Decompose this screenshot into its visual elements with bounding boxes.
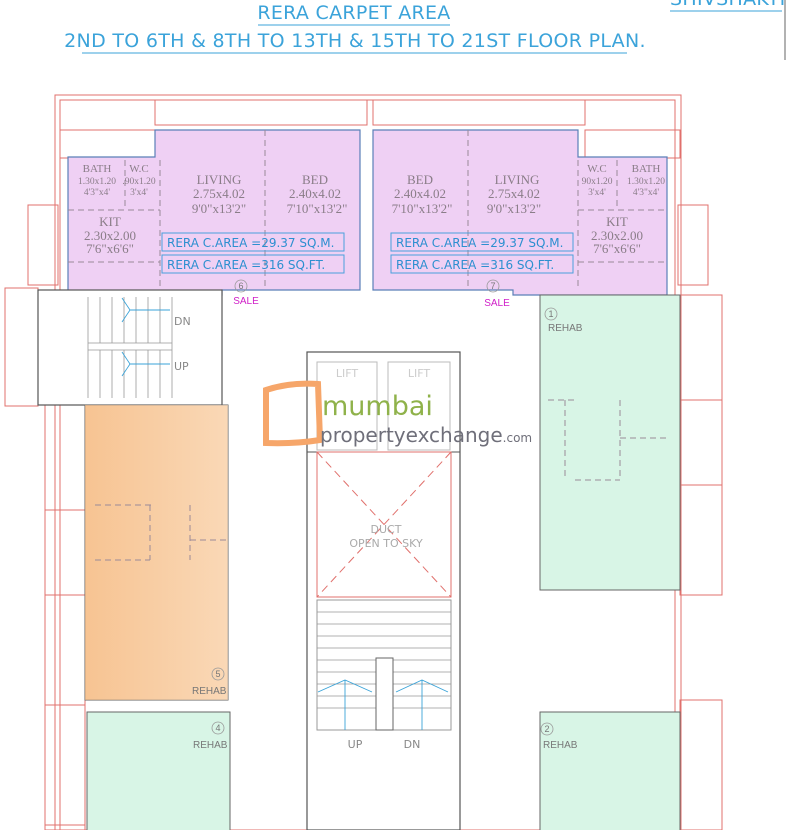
sale-label: SALE xyxy=(484,298,510,309)
rehab-label: REHAB xyxy=(548,323,583,334)
rehab-label: REHAB xyxy=(543,740,578,751)
room-wc-imperial: 3'x4' xyxy=(588,188,606,198)
room-kit: KIT xyxy=(99,214,121,229)
lift-label: LIFT xyxy=(408,367,431,380)
stair-dn-label: DN xyxy=(404,738,421,751)
flat-4[interactable]: 4 REHAB xyxy=(86,711,231,830)
room-wc-name: W.C xyxy=(129,163,148,175)
room-living: LIVING xyxy=(197,172,242,187)
central-core: LIFT LIFT DUCT OPEN TO SKY UP DN xyxy=(306,351,461,830)
rera-area-sqft: RERA C.AREA =316 SQ.FT. xyxy=(396,258,554,272)
flat-number: 5 xyxy=(215,669,220,679)
room-bath-name: BATH xyxy=(83,163,112,175)
duct-label: DUCT xyxy=(371,523,402,536)
room-wc-metric: 90x1.20 xyxy=(582,177,613,187)
flat-7[interactable]: BED 2.40x4.02 7'10"x13'2" LIVING 2.75x4.… xyxy=(372,129,668,309)
room-kit-imperial: 7'6"x6'6" xyxy=(593,241,641,256)
room-bed-imperial: 7'10"x13'2" xyxy=(287,201,348,216)
watermark-line-1: mumbai xyxy=(322,391,433,422)
room-living-imperial: 9'0"x13'2" xyxy=(487,201,541,216)
flat-number: 4 xyxy=(215,723,220,733)
room-bath-metric: 1.30x1.20 xyxy=(78,177,116,187)
flat-number: 7 xyxy=(490,281,495,291)
flat-2[interactable]: 2 REHAB xyxy=(539,711,681,830)
header: RERA CARPET AREA 2ND TO 6TH & 8TH TO 13T… xyxy=(64,0,786,60)
duct-open-label: OPEN TO SKY xyxy=(349,537,423,550)
room-wc-metric: .90x1.20 xyxy=(122,177,156,187)
title-line-1: RERA CARPET AREA xyxy=(257,2,450,24)
title-line-2: 2ND TO 6TH & 8TH TO 13TH & 15TH TO 21ST … xyxy=(64,30,646,52)
left-staircase: DN UP xyxy=(37,289,223,406)
room-living-metric: 2.75x4.02 xyxy=(488,186,540,201)
flat-1[interactable]: 1 REHAB xyxy=(539,294,681,591)
room-bed-metric: 2.40x4.02 xyxy=(289,186,341,201)
room-living-imperial: 9'0"x13'2" xyxy=(192,201,246,216)
room-living-metric: 2.75x4.02 xyxy=(193,186,245,201)
room-kit: KIT xyxy=(606,214,628,229)
room-bath-imperial: 4'3"x4' xyxy=(84,188,111,198)
watermark-logo: mumbai propertyexchange.com xyxy=(263,380,532,447)
project-name: SHIVSHAKTI xyxy=(670,0,786,10)
room-bath-name: BATH xyxy=(632,163,661,175)
room-wc-name: W.C xyxy=(587,163,606,175)
rera-area-sqm: RERA C.AREA =29.37 SQ.M. xyxy=(396,236,563,250)
flat-number: 1 xyxy=(548,309,553,319)
room-kit-metric: 2.30x2.00 xyxy=(591,228,643,243)
rera-area-sqm: RERA C.AREA =29.37 SQ.M. xyxy=(167,236,334,250)
flat-number: 2 xyxy=(544,724,549,734)
room-living: LIVING xyxy=(495,172,540,187)
room-kit-metric: 2.30x2.00 xyxy=(84,228,136,243)
room-bed-metric: 2.40x4.02 xyxy=(394,186,446,201)
room-bed: BED xyxy=(302,172,328,187)
room-kit-imperial: 7'6"x6'6" xyxy=(86,241,134,256)
watermark-line-2: propertyexchange.com xyxy=(320,423,532,447)
stair-up-label: UP xyxy=(174,360,189,373)
room-bath-metric: 1.30x1.20 xyxy=(627,177,665,187)
rehab-label: REHAB xyxy=(192,686,227,697)
room-wc-imperial: 3'x4' xyxy=(130,188,148,198)
room-bed-imperial: 7'10"x13'2" xyxy=(392,201,453,216)
room-bath-imperial: 4'3"x4' xyxy=(633,188,660,198)
flat-number: 6 xyxy=(238,281,243,291)
flat-5[interactable]: 5 REHAB xyxy=(84,404,229,701)
stair-up-label: UP xyxy=(348,738,363,751)
lift-label: LIFT xyxy=(336,367,359,380)
room-bed: BED xyxy=(407,172,433,187)
rehab-label: REHAB xyxy=(193,740,228,751)
flat-6[interactable]: BATH 1.30x1.20 4'3"x4' W.C .90x1.20 3'x4… xyxy=(67,129,361,307)
stair-dn-label: DN xyxy=(174,315,191,328)
rera-area-sqft: RERA C.AREA =316 SQ.FT. xyxy=(167,258,325,272)
sale-label: SALE xyxy=(233,296,259,307)
